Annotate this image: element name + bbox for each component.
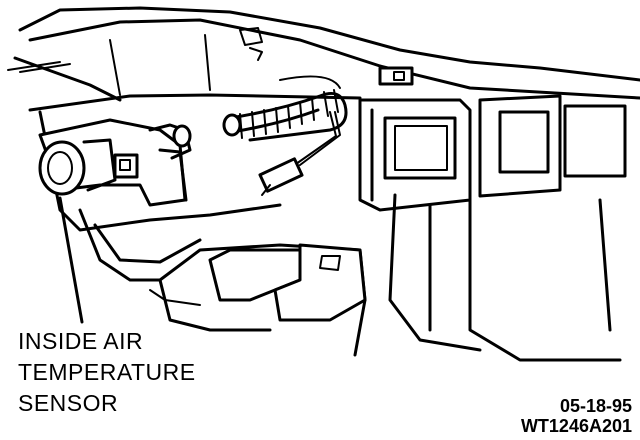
air-sensor-icon bbox=[28, 93, 362, 232]
callout-line-3: SENSOR bbox=[18, 390, 119, 416]
dash-panel-icon bbox=[7, 6, 640, 362]
hose-icon bbox=[222, 75, 348, 142]
callout-line-2: TEMPERATURE bbox=[18, 359, 196, 385]
figure-date: 05-18-95 bbox=[559, 396, 632, 416]
figure-code: 05-18-95 WT1246A201 bbox=[521, 396, 632, 436]
sensor-callout-label: INSIDE AIR TEMPERATURE SENSOR bbox=[18, 326, 196, 419]
figure-id: WT1246A201 bbox=[520, 416, 632, 436]
callout-line-1: INSIDE AIR bbox=[18, 328, 144, 354]
callout-leader bbox=[58, 196, 84, 324]
duct-bracket bbox=[78, 208, 367, 357]
connector-icon bbox=[258, 111, 341, 196]
